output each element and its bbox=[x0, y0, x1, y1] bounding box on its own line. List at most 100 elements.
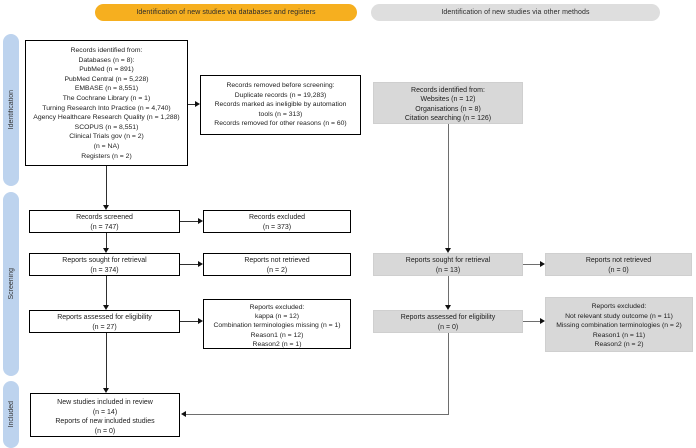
connector-other-assessed-down bbox=[448, 333, 449, 415]
box-records-identified-databases-line-10: (n = NA) bbox=[93, 142, 120, 150]
arrowhead-other-assessed-to-excluded bbox=[540, 318, 545, 324]
box-reports-not-retrieved-db-line-0: Reports not retrieved bbox=[244, 257, 310, 264]
box-new-studies-included: New studies included in review (n = 14) Re… bbox=[30, 393, 180, 437]
box-records-identified-databases-line-0: Records identified from: bbox=[70, 47, 143, 54]
box-records-identified-other-line-0: Records identified from: bbox=[411, 87, 485, 94]
box-records-identified-databases-line-4: EMBASE (n = 8,551) bbox=[74, 85, 139, 93]
banner-other-methods: Identification of new studies via other … bbox=[371, 4, 660, 21]
box-records-excluded: Records excluded (n = 373) bbox=[203, 210, 351, 233]
stage-label-identification: Identification bbox=[7, 90, 15, 130]
arrowhead-assessed-to-excluded bbox=[198, 318, 203, 324]
box-new-studies-included-line-0: New studies included in review bbox=[57, 399, 153, 406]
box-reports-not-retrieved-db: Reports not retrieved (n = 2) bbox=[203, 253, 351, 276]
box-records-removed-before-screening-line-0: Records removed before screening: bbox=[226, 82, 335, 89]
box-records-excluded-line-0: Records excluded bbox=[248, 214, 306, 221]
box-records-identified-databases-line-3: PubMed Central (n = 5,228) bbox=[64, 75, 149, 83]
box-new-studies-included-line-3: (n = 0) bbox=[94, 427, 116, 435]
stage-pill-identification: Identification bbox=[3, 34, 19, 186]
banner-databases-registers-label: Identification of new studies via databa… bbox=[136, 9, 316, 16]
box-reports-not-retrieved-other-line-1: (n = 0) bbox=[608, 267, 629, 274]
box-reports-sought-retrieval-other-line-1: (n = 13) bbox=[435, 267, 461, 274]
box-records-removed-before-screening: Records removed before screening: Duplica… bbox=[200, 75, 361, 135]
box-records-removed-before-screening-line-3: tools (n = 313) bbox=[258, 110, 303, 118]
box-reports-excluded-other-line-2: Missing combination terminologies (n = 2… bbox=[556, 322, 682, 330]
arrowhead-sought-to-notretrieved bbox=[198, 261, 203, 267]
box-reports-excluded-db: Reports excluded: kappa (n = 12)Combinati… bbox=[203, 299, 351, 349]
stage-label-screening: Screening bbox=[7, 268, 15, 300]
connector-sought-to-assessed bbox=[106, 276, 107, 306]
box-reports-excluded-other-line-3: Reason1 (n = 11) bbox=[592, 331, 646, 339]
connector-other-assessed-to-excluded bbox=[523, 321, 540, 322]
stage-pill-screening: Screening bbox=[3, 192, 19, 376]
box-reports-excluded-other: Reports excluded: Not relevant study outc… bbox=[545, 297, 693, 352]
box-records-removed-before-screening-line-4: Records removed for other reasons (n = 6… bbox=[214, 120, 347, 127]
box-new-studies-included-line-1: (n = 14) bbox=[92, 408, 118, 416]
box-reports-excluded-db-line-3: Reason1 (n = 12) bbox=[250, 331, 304, 339]
box-reports-not-retrieved-db-line-1: (n = 2) bbox=[266, 267, 288, 274]
box-reports-excluded-db-line-1: kappa (n = 12) bbox=[254, 313, 300, 321]
arrowhead-db-to-screened bbox=[103, 205, 109, 210]
arrowhead-db-to-removed bbox=[195, 101, 200, 107]
box-reports-excluded-db-line-2: Combination terminologies missing (n = 1… bbox=[213, 322, 341, 330]
box-reports-excluded-other-line-1: Not relevant study outcome (n = 11) bbox=[565, 312, 673, 320]
stage-pill-included: Included bbox=[3, 381, 19, 448]
box-records-identified-databases-line-6: Turning Research Into Practice (n = 4,74… bbox=[42, 104, 171, 112]
arrowhead-screened-to-sought bbox=[103, 248, 109, 253]
box-reports-sought-retrieval-other: Reports sought for retrieval (n = 13) bbox=[373, 253, 523, 276]
box-records-removed-before-screening-line-2: Records marked as ineligible by automati… bbox=[214, 101, 347, 108]
box-records-identified-databases-line-8: SCOPUS (n = 8,551) bbox=[74, 123, 139, 131]
box-reports-not-retrieved-other: Reports not retrieved (n = 0) bbox=[545, 253, 692, 276]
box-reports-excluded-other-line-4: Reason2 (n = 2) bbox=[594, 341, 644, 349]
connector-other-sought-to-assessed bbox=[448, 276, 449, 306]
box-records-identified-databases-line-11: Registers (n = 2) bbox=[81, 152, 132, 160]
box-reports-excluded-db-line-4: Reason2 (n = 1) bbox=[252, 340, 302, 348]
arrowhead-other-sought-to-assessed bbox=[445, 305, 451, 310]
connector-db-to-removed bbox=[188, 104, 196, 105]
box-reports-assessed-eligibility-other-line-1: (n = 0) bbox=[437, 324, 459, 331]
box-records-screened-line-0: Records screened bbox=[76, 214, 133, 221]
box-reports-sought-retrieval-other-line-0: Reports sought for retrieval bbox=[405, 257, 491, 264]
arrowhead-other-to-sought bbox=[445, 248, 451, 253]
box-records-identified-databases: Records identified from: Databases (n = 8… bbox=[25, 40, 188, 166]
box-records-excluded-line-1: (n = 373) bbox=[262, 224, 292, 231]
box-reports-sought-retrieval-db: Reports sought for retrieval (n = 374) bbox=[29, 253, 180, 276]
box-reports-assessed-eligibility-db: Reports assessed for eligibility (n = 27) bbox=[29, 310, 180, 333]
box-reports-excluded-other-line-0: Reports excluded: bbox=[591, 303, 647, 310]
box-reports-assessed-eligibility-db-line-1: (n = 27) bbox=[92, 324, 117, 331]
arrowhead-other-to-included bbox=[181, 411, 186, 417]
arrowhead-sought-to-assessed bbox=[103, 305, 109, 310]
connector-other-to-sought bbox=[448, 124, 449, 249]
box-new-studies-included-line-2: Reports of new included studies bbox=[55, 418, 155, 425]
box-records-removed-before-screening-line-1: Duplicate records (n = 19,283) bbox=[234, 91, 327, 99]
connector-assessed-to-excluded bbox=[180, 321, 198, 322]
box-records-identified-databases-line-5: The Cochrane Library (n = 1) bbox=[62, 94, 151, 102]
box-records-identified-databases-line-7: Agency Healthcare Research Quality (n = … bbox=[33, 114, 180, 122]
stage-label-included: Included bbox=[7, 401, 15, 428]
arrowhead-screened-to-excluded bbox=[198, 218, 203, 224]
connector-screened-to-sought bbox=[106, 233, 107, 249]
box-reports-not-retrieved-other-line-0: Reports not retrieved bbox=[585, 257, 652, 264]
connector-other-sought-to-notretrieved bbox=[523, 264, 540, 265]
box-records-identified-other-line-3: Citation searching (n = 126) bbox=[404, 114, 492, 122]
box-records-identified-other-line-1: Websites (n = 12) bbox=[420, 96, 476, 104]
box-records-identified-databases-line-9: Clinical Trials gov (n = 2) bbox=[69, 133, 144, 141]
connector-db-to-screened bbox=[106, 166, 107, 206]
box-reports-assessed-eligibility-other-line-0: Reports assessed for eligibility bbox=[400, 314, 496, 321]
box-records-identified-databases-line-1: Databases (n = 8): bbox=[78, 56, 135, 64]
box-reports-assessed-eligibility-db-line-0: Reports assessed for eligibility bbox=[57, 314, 152, 321]
box-reports-excluded-db-line-0: Reports excluded: bbox=[249, 304, 305, 311]
box-records-screened: Records screened (n = 747) bbox=[29, 210, 180, 233]
banner-other-methods-label: Identification of new studies via other … bbox=[441, 9, 590, 16]
connector-other-to-included bbox=[186, 414, 449, 415]
arrowhead-assessed-to-included bbox=[103, 388, 109, 393]
connector-screened-to-excluded bbox=[180, 221, 198, 222]
box-records-screened-line-1: (n = 747) bbox=[90, 224, 119, 231]
box-records-identified-other: Records identified from: Websites (n = 12… bbox=[373, 82, 523, 124]
box-reports-sought-retrieval-db-line-1: (n = 374) bbox=[90, 267, 119, 274]
box-reports-sought-retrieval-db-line-0: Reports sought for retrieval bbox=[62, 257, 147, 264]
box-records-identified-other-line-2: Organisations (n = 8) bbox=[415, 105, 481, 113]
box-records-identified-databases-line-2: PubMed (n = 891) bbox=[79, 66, 134, 74]
box-reports-assessed-eligibility-other: Reports assessed for eligibility (n = 0) bbox=[373, 310, 523, 333]
arrowhead-other-sought-to-notretrieved bbox=[540, 261, 545, 267]
